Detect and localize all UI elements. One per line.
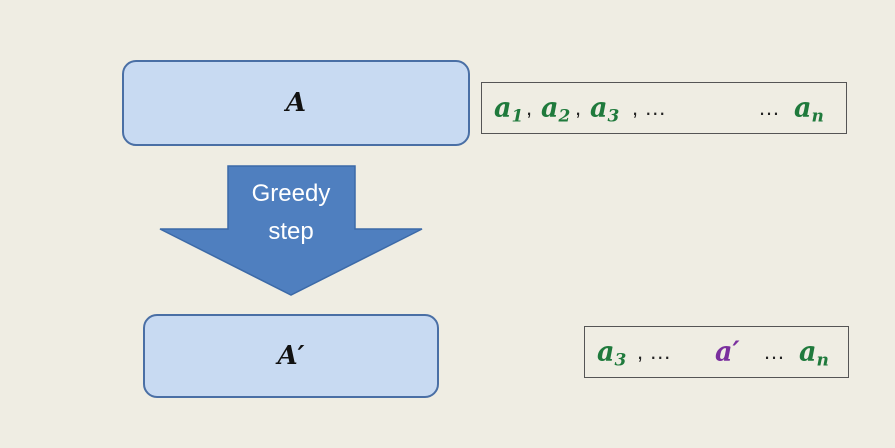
arrow-shape: [159, 165, 423, 296]
ellipsis-1: , …: [637, 339, 672, 364]
term-a-prime: a′: [715, 336, 740, 368]
term-an: an: [799, 336, 829, 371]
ellipsis-1: , …: [632, 95, 667, 120]
comma-2: ,: [575, 95, 582, 120]
top-sequence-box: a1 , a2 , a3 , … … an: [481, 82, 847, 134]
set-a-prime-label: A′: [277, 341, 305, 371]
term-a1: a1: [494, 92, 524, 127]
set-a-prime-box: A′: [143, 314, 439, 398]
term-a3: a3: [590, 92, 620, 127]
arrow-label-line1: Greedy: [251, 180, 331, 207]
set-a-label: A: [285, 88, 307, 118]
ellipsis-2: …: [758, 95, 780, 120]
term-a3: a3: [597, 336, 627, 371]
term-an: an: [794, 92, 824, 127]
arrow-label-line2: step: [268, 218, 314, 245]
comma-1: ,: [526, 95, 533, 120]
ellipsis-2: …: [763, 339, 785, 364]
set-a-box: A: [122, 60, 470, 146]
term-a2: a2: [541, 92, 571, 127]
bottom-sequence-box: a3 , … a′ … an: [584, 326, 849, 378]
